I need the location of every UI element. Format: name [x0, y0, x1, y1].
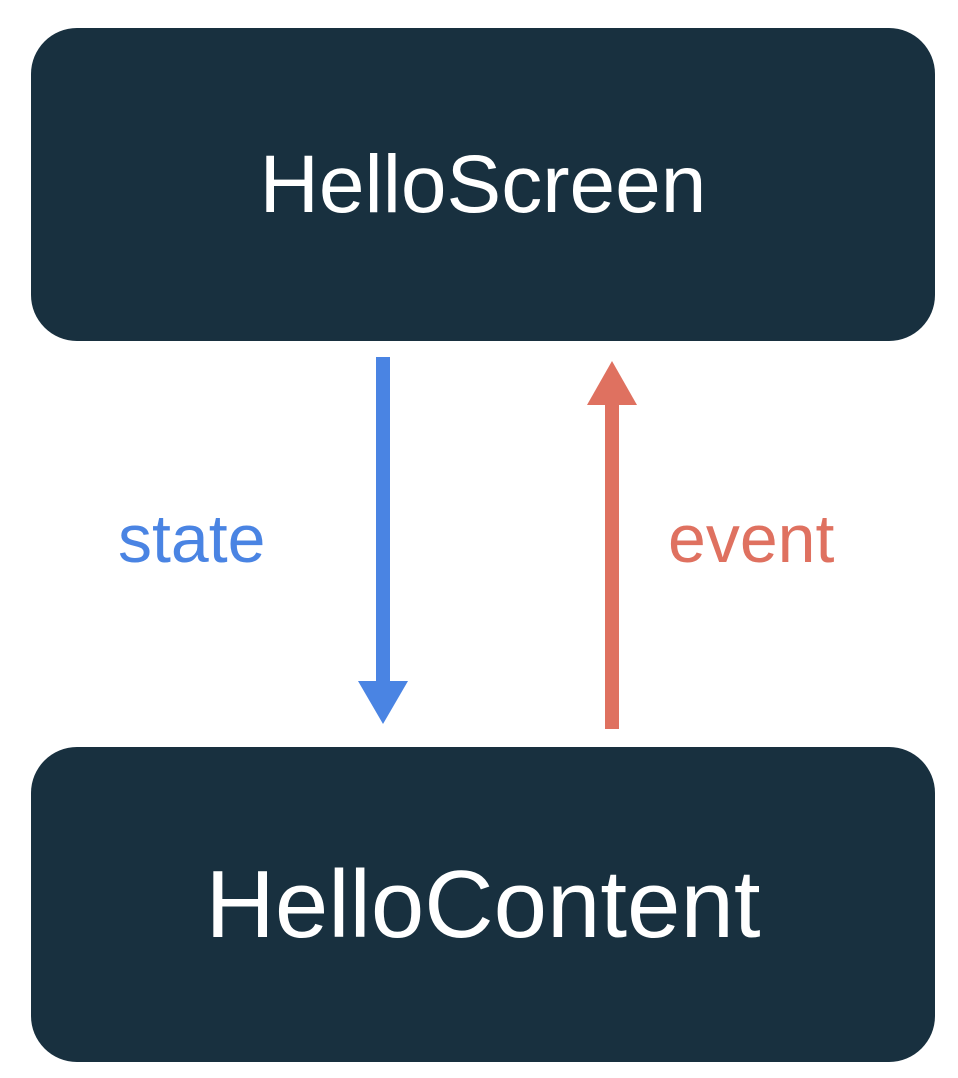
- node-hello-screen-label: HelloScreen: [259, 138, 707, 230]
- event-arrow-up: [587, 361, 637, 729]
- node-hello-screen[interactable]: HelloScreen: [31, 28, 935, 341]
- state-arrow-down: [358, 357, 408, 724]
- node-hello-content-label: HelloContent: [205, 850, 761, 958]
- edge-label-state: state: [118, 501, 266, 577]
- node-hello-content[interactable]: HelloContent: [31, 747, 935, 1062]
- edge-label-event: event: [668, 501, 835, 577]
